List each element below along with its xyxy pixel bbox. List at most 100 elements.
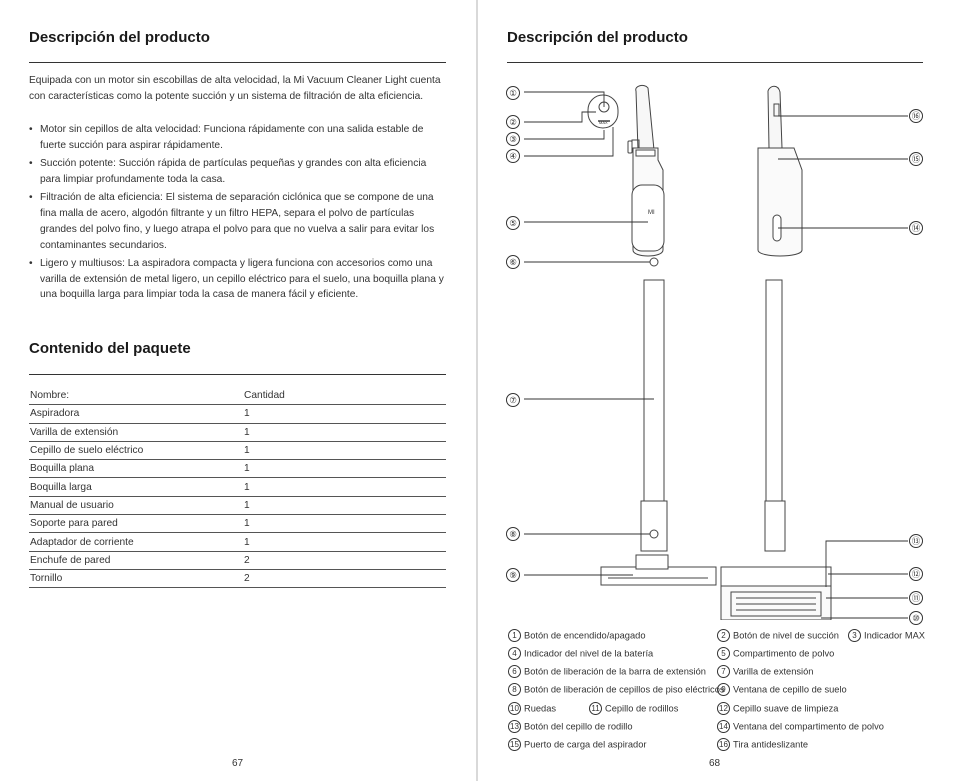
floor-connector-left (640, 500, 668, 552)
handle-left (635, 84, 655, 151)
floor-head-right (720, 566, 832, 588)
legend-number: 10 (508, 702, 521, 715)
legend-text: Compartimento de polvo (733, 648, 835, 659)
header-name: Nombre: (29, 387, 243, 406)
item-name: Varilla de extensión (29, 423, 243, 442)
callout-10: ⑩ (909, 611, 923, 625)
legend-number: 11 (589, 702, 602, 715)
item-quantity: 2 (243, 551, 446, 570)
package-rule (29, 374, 446, 375)
legend-number: 6 (508, 665, 521, 678)
right-page: Descripción del producto (478, 0, 954, 781)
feature-item: •Filtración de alta eficiencia: El siste… (29, 192, 435, 251)
callout-15: ⑮ (909, 152, 923, 166)
legend-number: 9 (717, 683, 730, 696)
item-quantity: 1 (243, 459, 446, 479)
page-gutter (476, 0, 478, 781)
legend-text: Tira antideslizante (733, 739, 809, 750)
callout-9: ⑨ (506, 568, 520, 582)
item-quantity: 1 (243, 404, 446, 424)
feature-list: •Motor sin cepillos de alta velocidad: F… (29, 122, 449, 306)
legend-number: 7 (717, 665, 730, 678)
legend-number: 15 (508, 738, 521, 751)
callout-5: ⑤ (506, 216, 520, 230)
header-quantity: Cantidad (243, 387, 446, 406)
item-quantity: 1 (243, 532, 446, 552)
callout-11: ⑪ (909, 591, 923, 605)
floor-connector-right (764, 500, 786, 552)
callout-13: ⑬ (909, 534, 923, 548)
legend-text: Varilla de extensión (733, 666, 814, 677)
legend-number: 16 (717, 738, 730, 751)
callout-8: ⑧ (506, 527, 520, 541)
legend-number: 5 (717, 647, 730, 660)
item-name: Aspiradora (29, 404, 243, 424)
left-page: Descripción del producto Equipada con un… (29, 29, 449, 769)
callout-2: ② (506, 115, 520, 129)
feature-item: •Ligero y multiusos: La aspiradora compa… (29, 257, 444, 301)
callout-6: ⑥ (506, 255, 520, 269)
legend-text: Botón del cepillo de rodillo (524, 721, 633, 732)
item-name: Soporte para pared (29, 514, 243, 534)
page-title: Descripción del producto (507, 29, 688, 46)
max-mark: MAX (599, 120, 608, 125)
legend-number: 2 (717, 629, 730, 642)
callout-1: ① (506, 86, 520, 100)
item-name: Cepillo de suelo eléctrico (29, 441, 243, 461)
tube-release-button (649, 257, 659, 267)
callout-4: ④ (506, 149, 520, 163)
legend-text: Puerto de carga del aspirador (524, 739, 647, 750)
legend-number: 12 (717, 702, 730, 715)
legend-number: 13 (508, 720, 521, 733)
item-name: Tornillo (29, 569, 243, 589)
legend-number: 4 (508, 647, 521, 660)
extension-tube-left (643, 279, 665, 503)
callout-14: ⑭ (909, 221, 923, 235)
legend-text: Indicador MAX (864, 630, 925, 641)
handle-right (767, 85, 783, 149)
legend-text: Botón de nivel de succión (733, 630, 839, 641)
item-name: Enchufe de pared (29, 551, 243, 570)
vacuum-diagram: MAX MI (524, 84, 908, 620)
callout-12: ⑫ (909, 567, 923, 581)
legend-number: 3 (848, 629, 861, 642)
floor-head-left (600, 566, 717, 586)
intro-paragraph: Equipada con un motor sin escobillas de … (29, 75, 441, 102)
item-quantity: 2 (243, 569, 446, 589)
legend-text: Cepillo suave de limpieza (733, 703, 839, 714)
legend-text: Ventana de cepillo de suelo (733, 684, 847, 695)
item-quantity: 1 (243, 441, 446, 461)
item-name: Boquilla larga (29, 477, 243, 497)
item-name: Manual de usuario (29, 496, 243, 516)
extension-tube-right (765, 279, 783, 503)
page-title: Descripción del producto (29, 29, 210, 46)
item-quantity: 1 (243, 477, 446, 497)
feature-item: •Succión potente: Succión rápida de part… (29, 158, 427, 185)
legend-text: Indicador del nivel de la batería (524, 648, 654, 659)
page-number: 68 (709, 758, 721, 769)
